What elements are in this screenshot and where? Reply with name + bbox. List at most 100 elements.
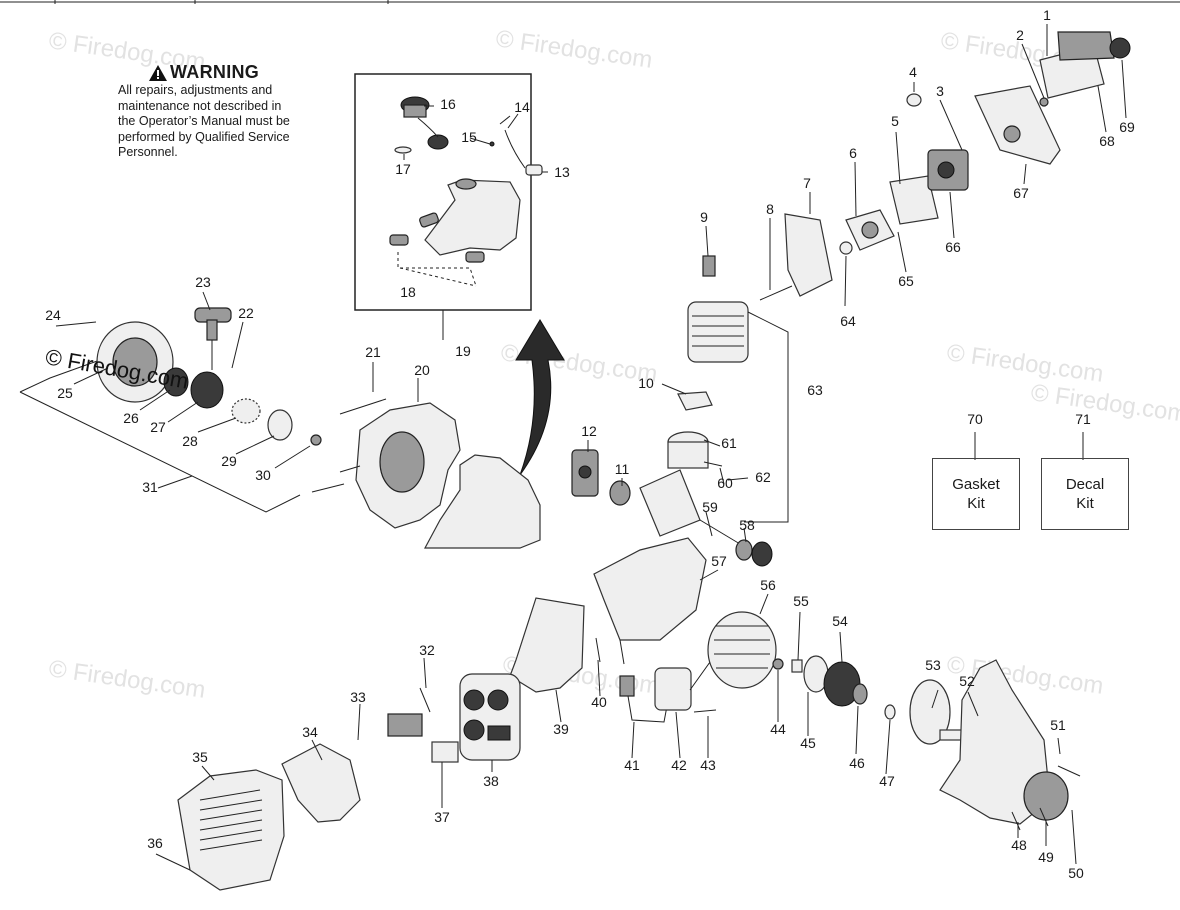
starter-spring-coil-part [231,398,261,424]
callout-number: 51 [1050,717,1066,733]
callout-number: 58 [739,517,755,533]
callout-number: 45 [800,735,816,751]
callout-number: 38 [483,773,499,789]
warning-body: All repairs, adjustments and maintenance… [118,83,290,159]
callout-number: 33 [350,689,366,705]
callout-number: 29 [221,453,237,469]
callout-number: 41 [624,757,640,773]
fuel-filter-part [525,164,543,176]
callout-number: 5 [891,113,899,129]
screw-part [1011,811,1021,831]
callout-number: 12 [581,423,597,439]
pin-part [489,141,495,147]
isolator-part [419,212,439,228]
kit-callout-number: 70 [967,411,983,427]
cylinder-part [687,301,749,363]
callout-number: 44 [770,721,786,737]
isolator-part [465,251,485,263]
callout-number: 20 [414,362,430,378]
callout-number: 22 [238,305,254,321]
bearing-part [751,541,773,567]
knob-part [1109,37,1131,59]
callout-number: 34 [302,724,318,740]
callout-number: 62 [755,469,771,485]
washer-part [884,704,896,720]
decal-kit-box: Decal Kit [1041,458,1129,530]
callout-number: 36 [147,835,163,851]
intake-manifold-part [845,209,895,251]
callout-number: 68 [1099,133,1115,149]
nut-part [310,434,322,446]
screw-part [311,483,345,493]
transition-arrow-icon [515,319,565,476]
screw-part [419,687,431,713]
callout-number: 21 [365,344,381,360]
starter-housing-part [96,321,174,403]
callout-number: 23 [195,274,211,290]
callout-number: 57 [711,553,727,569]
screw-part [619,639,625,665]
plug-part [906,93,922,107]
gasket-part [677,391,713,411]
ignition-coil-12-part [571,449,599,497]
flywheel-part [707,611,777,689]
clutch-drum-part [909,679,971,745]
callout-number: 52 [959,673,975,689]
leader-63 [744,311,789,523]
starter-pulley-part [190,371,224,409]
bearing-part [735,539,753,561]
callout-number: 42 [671,757,687,773]
callout-number: 63 [807,382,823,398]
callout-number: 66 [945,239,961,255]
washer-part [772,658,784,670]
front-guard-part [177,769,285,891]
callout-number: 50 [1068,865,1084,881]
callout-number: 60 [717,475,733,491]
callout-number: 24 [45,307,61,323]
callout-number: 3 [936,83,944,99]
starter-handle-part [194,307,232,341]
callout-number: 8 [766,201,774,217]
callout-number: 7 [803,175,811,191]
starter-pawl-part [267,409,293,441]
clutch-housing-part [939,659,1069,825]
callout-number: 4 [909,64,917,80]
watermark-text: © Firedog.com [47,655,207,704]
ignition-module-part [654,667,692,711]
callout-number: 18 [400,284,416,300]
air-filter-cover-part [974,85,1061,165]
callout-number: 26 [123,410,139,426]
grommet-part [394,146,412,154]
washer-part [852,683,868,705]
fuel-line-part [499,115,526,169]
engine-housing-part [355,402,461,529]
warning-title: WARNING [170,62,260,82]
fuel-tank-lower-part [423,454,541,549]
callout-number: 55 [793,593,809,609]
kit-callout-number: 71 [1075,411,1091,427]
callout-number: 40 [591,694,607,710]
callout-number: 6 [849,145,857,161]
callout-number: 9 [700,209,708,225]
callout-number: 49 [1038,849,1054,865]
callout-number: 27 [150,419,166,435]
callout-number: 2 [1016,27,1024,43]
callout-number: 13 [554,164,570,180]
callout-number: 17 [395,161,411,177]
screw-part [759,285,793,301]
screw-part [693,709,717,713]
gasket-kit-box: Gasket Kit [932,458,1020,530]
callout-number: 25 [57,385,73,401]
callout-number: 48 [1011,837,1027,853]
filter-cover-part [1057,31,1115,61]
cap-strap [417,117,439,138]
watermark-text: © Firedog.com [499,339,659,388]
screw-part [1039,807,1049,827]
callout-number: 64 [840,313,856,329]
callout-number: 30 [255,467,271,483]
callout-number: 15 [461,129,477,145]
piston-pin-part [703,461,723,467]
crankshaft-part [639,469,741,545]
callout-number: 19 [455,343,471,359]
